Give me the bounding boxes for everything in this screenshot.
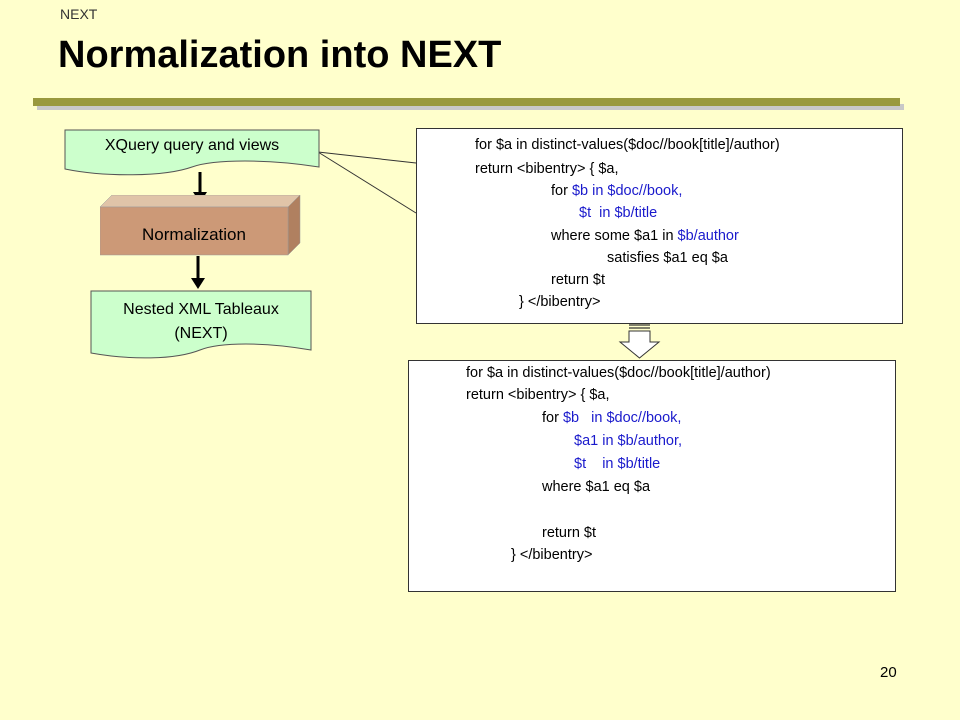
code-line: $a1 in $b/author, <box>574 432 682 450</box>
code-segment: where $a1 eq $a <box>542 479 651 495</box>
code-line: where $a1 eq $a <box>542 478 650 496</box>
input-document-shape <box>64 129 320 176</box>
code-line: for $b in $doc//book, <box>551 182 682 200</box>
code-segment: for <box>542 410 563 426</box>
code-line: $t in $b/title <box>579 204 657 222</box>
code-segment: for $a in distinct-values($doc//book[tit… <box>466 365 771 381</box>
output-document-label-line1: Nested XML Tableaux <box>123 301 279 318</box>
code-segment: } </bibentry> <box>519 294 601 310</box>
code-segment: } </bibentry> <box>511 547 593 563</box>
code-segment: $a1 in $b/author, <box>574 433 683 449</box>
code-line: return <bibentry> { $a, <box>475 160 619 178</box>
code-line: satisfies $a1 eq $a <box>607 249 728 267</box>
slide-title: Normalization into NEXT <box>58 34 502 76</box>
output-document-shape <box>90 290 312 359</box>
code-segment: return $t <box>551 272 605 288</box>
code-segment: satisfies $a1 eq $a <box>607 250 728 266</box>
code-line: return $t <box>542 524 596 542</box>
code-line: for $a in distinct-values($doc//book[tit… <box>466 364 771 382</box>
input-document-label: XQuery query and views <box>104 137 280 154</box>
page-number: 20 <box>880 664 897 681</box>
code-segment: $t in $b/title <box>579 205 658 221</box>
code-segment: $b/author <box>677 228 739 244</box>
code-line: for $a in distinct-values($doc//book[tit… <box>475 136 780 154</box>
code-segment: return <bibentry> { $a, <box>466 387 610 403</box>
output-document: Nested XML Tableaux (NEXT) <box>90 290 312 362</box>
code-line: } </bibentry> <box>511 546 592 564</box>
normalized-query-box: for $a in distinct-values($doc//book[tit… <box>408 360 896 592</box>
code-line: } </bibentry> <box>519 293 600 311</box>
original-query-box: for $a in distinct-values($doc//book[tit… <box>416 128 903 324</box>
normalization-label: Normalization <box>142 225 246 244</box>
code-segment: for $a in distinct-values($doc//book[tit… <box>475 137 780 153</box>
code-line: return $t <box>551 271 605 289</box>
code-segment: where some $a1 in <box>551 228 678 244</box>
normalization-box <box>100 195 301 256</box>
output-document-label-line2: (NEXT) <box>174 325 228 342</box>
code-segment: $b in $doc//book, <box>562 410 682 426</box>
code-segment: $b in $doc//book, <box>571 183 683 199</box>
input-document: XQuery query and views <box>64 129 320 177</box>
hollow-arrow-down-icon <box>618 324 661 359</box>
title-rule <box>33 98 900 106</box>
section-label: NEXT <box>60 6 98 22</box>
callout-line-lower <box>317 151 417 214</box>
title-rule-shadow <box>37 104 904 110</box>
arrow-down-icon <box>191 256 205 289</box>
code-line: for $b in $doc//book, <box>542 409 681 427</box>
code-segment: return $t <box>542 525 596 541</box>
code-line: return <bibentry> { $a, <box>466 386 610 404</box>
code-line: where some $a1 in $b/author <box>551 227 739 245</box>
code-line: $t in $b/title <box>574 455 660 473</box>
code-segment: return <bibentry> { $a, <box>475 161 619 177</box>
code-segment: $t in $b/title <box>574 456 661 472</box>
code-segment: for <box>551 183 572 199</box>
callout-line-upper <box>317 151 417 164</box>
